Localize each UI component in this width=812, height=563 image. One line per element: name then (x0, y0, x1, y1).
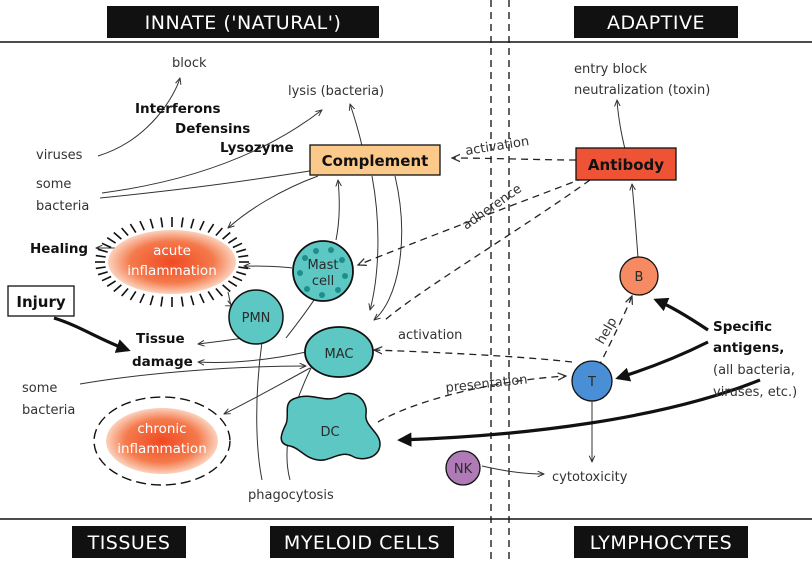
arrow-mast-acute (244, 266, 293, 268)
viruses-label: viruses (36, 148, 83, 163)
mast-cell-granules (297, 247, 348, 298)
chronic-inflammation: chronic inflammation (93, 396, 231, 486)
antibody-label: Antibody (588, 156, 664, 174)
tissue-damage-label-2: damage (132, 354, 193, 370)
presentation-label: presentation (445, 372, 528, 396)
footer-lymphocytes-label: LYMPHOCYTES (590, 532, 732, 554)
mac-cell: MAC (304, 326, 374, 378)
adherence-label: adherence (460, 181, 525, 233)
defensins-label: Defensins (175, 121, 250, 137)
arrow-t-mac (374, 350, 573, 363)
specific-antigens-label-3: (all bacteria, (713, 363, 795, 378)
cytotoxicity-label: cytotoxicity (552, 470, 628, 485)
arrow-injury-tissue (53, 316, 131, 353)
arrow-dc-t (377, 376, 566, 423)
interferons-label: Interferons (135, 101, 221, 117)
mast-cell-label-2: cell (312, 274, 334, 289)
phagocytosis-label: phagocytosis (248, 488, 334, 503)
healing-label: Healing (30, 241, 88, 257)
injury-label: Injury (16, 293, 65, 311)
arrow-antibody-complement (452, 158, 577, 160)
arrow-viruses-block (97, 78, 180, 157)
arrow-antigens-b (653, 297, 709, 332)
t-cell: T (571, 360, 613, 402)
footer-lymphocytes: LYMPHOCYTES (574, 526, 748, 558)
acute-inflammation-label-1: acute (153, 243, 191, 259)
block-label: block (172, 56, 207, 71)
t-label: T (587, 375, 596, 390)
lysis-label: lysis (bacteria) (288, 84, 384, 99)
header-innate: INNATE ('NATURAL') (107, 6, 379, 38)
mast-cell-label-1: Mast (307, 258, 338, 273)
arrow-antigens-t (615, 340, 709, 382)
arrow-antibody-mast (358, 177, 585, 265)
arrow-complement-acute (228, 175, 319, 228)
antibody-box: Antibody (575, 147, 677, 181)
specific-antigens-label-1: Specific (713, 319, 772, 335)
arrow-complement-mac (370, 175, 379, 310)
chronic-inflammation-label-2: inflammation (117, 441, 207, 457)
header-innate-label: INNATE ('NATURAL') (145, 12, 342, 34)
arrow-mast-complement (336, 180, 339, 241)
arrow-bacteria-lysis (101, 110, 322, 194)
some-bacteria-2-label-2: bacteria (22, 403, 75, 418)
dc-cell: DC (280, 392, 381, 461)
neutralization-label: neutralization (toxin) (574, 83, 710, 98)
chronic-inflammation-label-1: chronic (137, 421, 186, 437)
arrow-bacteria-complement (99, 169, 317, 199)
complement-label: Complement (322, 152, 429, 170)
arrow-pmn-phago (256, 341, 263, 481)
arrow-b-antibody (632, 184, 639, 259)
nk-cell: NK (445, 450, 481, 486)
footer-myeloid-label: MYELOID CELLS (284, 532, 440, 554)
arrow-pmn-tissue (198, 337, 245, 344)
entry-block-label: entry block (574, 62, 647, 77)
tissue-damage-label-1: Tissue (136, 331, 185, 347)
mac-label: MAC (325, 347, 354, 362)
acute-inflammation-spikes (95, 217, 249, 307)
b-cell: B (619, 256, 659, 296)
header-adaptive: ADAPTIVE (574, 6, 738, 38)
acute-inflammation-label-2: inflammation (127, 263, 217, 279)
specific-antigens-label-2: antigens, (713, 340, 784, 356)
acute-inflammation: acute inflammation (95, 217, 249, 307)
lysozyme-label: Lysozyme (220, 140, 294, 156)
arrow-nk-cyto (481, 465, 544, 474)
arrow-mac-tissue (198, 351, 307, 363)
nk-label: NK (454, 462, 473, 477)
pmn-cell: PMN (228, 289, 284, 345)
injury-box: Injury (7, 285, 75, 317)
arrow-complement-lysis (350, 104, 363, 147)
b-label: B (635, 270, 644, 285)
arrow-mac-chronic (224, 367, 311, 414)
pmn-label: PMN (242, 311, 271, 326)
footer-tissues: TISSUES (72, 526, 186, 558)
dc-label: DC (320, 425, 339, 440)
some-bacteria-label-1: some (36, 177, 71, 192)
header-adaptive-label: ADAPTIVE (607, 12, 705, 34)
arrow-complement-mac-2 (374, 175, 403, 320)
footer-tissues-label: TISSUES (87, 532, 171, 554)
mast-cell: Mast cell (292, 240, 354, 302)
some-bacteria-label-2: bacteria (36, 199, 89, 214)
arrow-antigens-dc (397, 378, 761, 447)
arrow-t-b (597, 296, 632, 369)
complement-box: Complement (309, 144, 441, 176)
specific-antigens-label-4: viruses, etc.) (713, 385, 797, 400)
footer-myeloid: MYELOID CELLS (270, 526, 454, 558)
activation-mid-label: activation (398, 328, 462, 343)
activation-top-label: activation (464, 134, 530, 159)
some-bacteria-2-label-1: some (22, 381, 57, 396)
arrow-acute-pmn (228, 291, 232, 306)
arrow-somebacteria-mac (79, 366, 306, 385)
